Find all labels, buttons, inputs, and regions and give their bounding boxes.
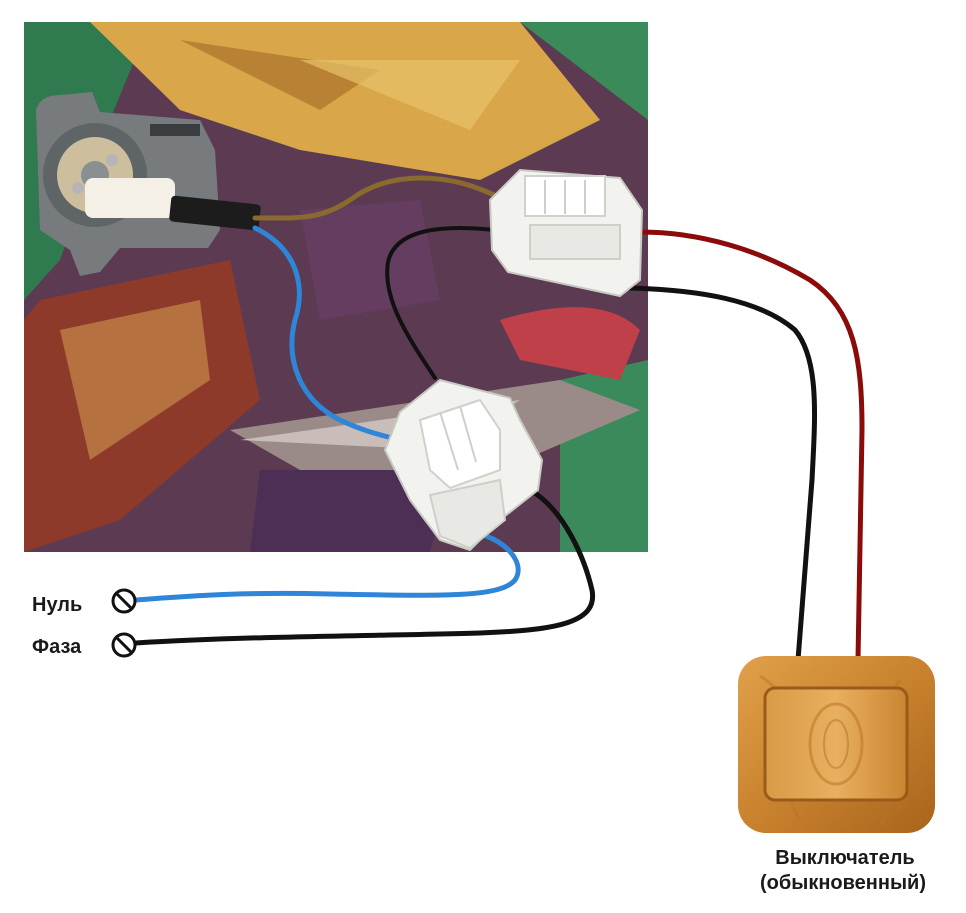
switch-label-line1: Выключатель (775, 847, 914, 869)
photo-background (24, 22, 648, 552)
wires (133, 175, 865, 663)
neutral-wire (133, 533, 521, 603)
lamp-socket (36, 92, 261, 276)
switched-red-wire (637, 229, 865, 663)
lamp-blue-wire (252, 225, 403, 443)
phase-label: Фаза (32, 636, 82, 658)
wall-switch (738, 656, 935, 833)
wago-connector-top (488, 168, 644, 298)
bridge-black-wire (385, 226, 512, 380)
lamp-brown-wire (252, 175, 503, 221)
wago-connector-bottom (383, 378, 544, 552)
neutral-terminal-screw-icon (111, 588, 137, 614)
phase-wire (133, 487, 596, 646)
switch-label-line2: (обыкновенный) (760, 872, 926, 894)
neutral-label: Нуль (32, 594, 82, 616)
phase-terminal-screw-icon (111, 632, 137, 658)
switch-black-wire (627, 285, 818, 663)
